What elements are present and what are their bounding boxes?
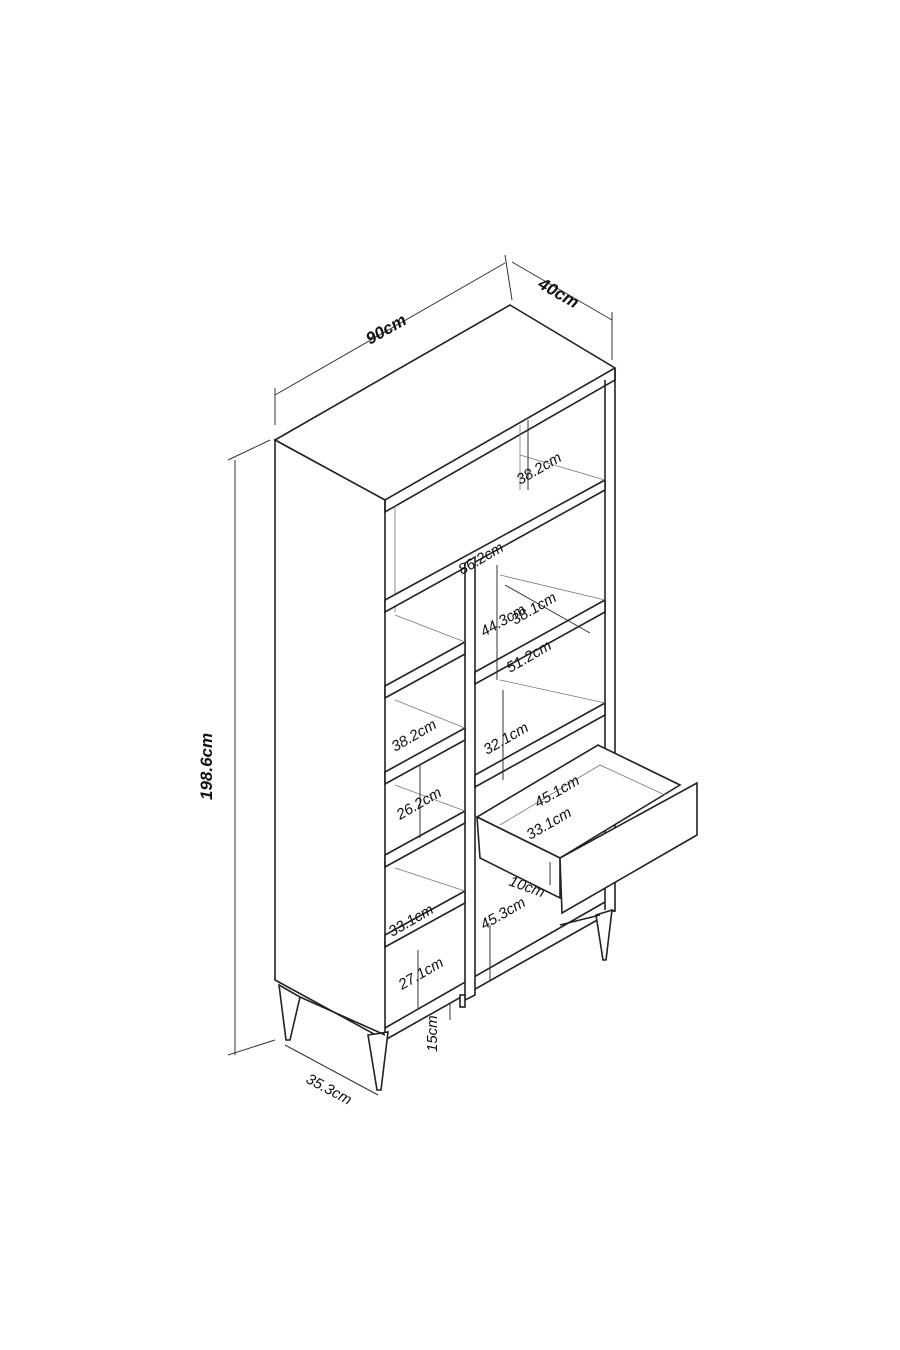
dim-depth — [511, 261, 613, 321]
shelf-left-2 — [384, 726, 466, 786]
dim-leg-span — [284, 1044, 379, 1096]
shelf-back — [499, 574, 606, 601]
dim-tick — [227, 1039, 276, 1056]
shelf-right-1 — [474, 598, 606, 686]
shelf-left-3 — [384, 809, 466, 869]
drawer-front — [559, 781, 698, 915]
label-right-shelf-depth: 38.1cm — [509, 589, 560, 628]
label-top-width: 86.2cm — [456, 539, 507, 578]
shelf-back — [499, 679, 606, 704]
dimension-lines — [227, 254, 613, 1096]
cabinet-outline — [273, 304, 617, 1042]
drawer-inner — [499, 764, 666, 826]
bottom-front-edge — [384, 909, 616, 1041]
leg — [595, 908, 613, 961]
leg — [367, 1031, 389, 1091]
shelf-back — [394, 784, 466, 812]
vertical-divider — [464, 555, 476, 1002]
shelf-back — [394, 614, 466, 643]
label-left-bottom-height: 27.1cm — [395, 954, 447, 994]
dim-tick — [227, 439, 271, 461]
label-left-mid-height: 26.2cm — [393, 784, 445, 824]
label-leg-height: 15cm — [424, 1015, 441, 1052]
shelf-back — [519, 454, 606, 481]
label-height: 198.6cm — [197, 733, 216, 800]
shelf-top — [384, 478, 606, 614]
leg — [278, 983, 301, 1041]
shelf-left-1 — [384, 640, 466, 700]
leg — [459, 994, 466, 1008]
leg-rail — [299, 996, 386, 1036]
label-leg-span: 35.3cm — [303, 1071, 354, 1109]
drawer-side — [476, 815, 561, 900]
shelf-left-4 — [384, 889, 466, 949]
left-side-panel — [274, 438, 386, 1042]
shelves — [384, 454, 606, 1002]
leg-rail — [559, 914, 601, 926]
label-right-bottom-height: 45.3cm — [478, 894, 529, 933]
shelf-right-2 — [474, 701, 606, 789]
dim-width — [274, 262, 506, 396]
label-depth: 40cm — [534, 274, 582, 313]
label-width: 90cm — [363, 310, 410, 348]
legs — [278, 908, 613, 1091]
shelf-back — [394, 867, 466, 892]
drawer — [475, 744, 698, 915]
shelf-back — [394, 699, 466, 729]
dim-tick — [504, 254, 513, 301]
dim — [504, 584, 591, 634]
